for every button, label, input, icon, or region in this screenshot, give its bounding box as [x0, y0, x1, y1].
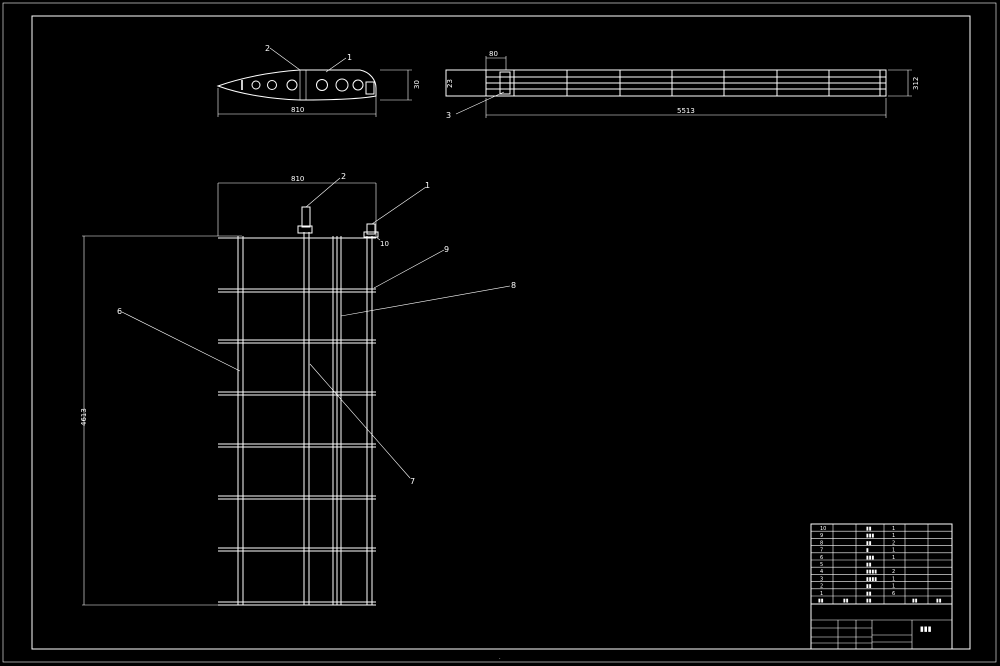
bom-header-cell: ▮▮	[936, 598, 942, 604]
plan-view: 810 4613	[80, 172, 516, 606]
title-block: ▮▮▮ 10▮▮19▮▮▮18▮▮27▮16▮▮▮15▮▮4▮▮▮▮23▮▮▮▮…	[810, 523, 953, 650]
callout-plan-6: 6	[117, 307, 122, 316]
bom-cell-no: 2	[820, 584, 823, 590]
bom-header-cell: ▮▮	[843, 598, 849, 604]
bom-cell-name: ▮▮▮▮	[866, 569, 877, 575]
bom-cell-qty: 1	[892, 584, 895, 590]
airfoil-outline	[216, 69, 377, 101]
bom-cell-qty: 6	[892, 591, 895, 597]
bom-cell-name: ▮▮▮▮	[866, 576, 877, 582]
callout-side-2: 2	[265, 44, 270, 53]
bom-header-cell: ▮▮	[866, 598, 872, 604]
drawing-title: ▮▮▮	[920, 625, 932, 633]
bom-cell-qty: 1	[892, 533, 895, 539]
bom-cell-name: ▮	[866, 548, 869, 554]
bom-cell-name: ▮▮	[866, 591, 872, 597]
bom-cell-no: 7	[820, 548, 823, 554]
bom-cell-no: 1	[820, 591, 823, 597]
lightening-holes	[251, 78, 364, 92]
callout-plan-2: 2	[341, 172, 346, 181]
bom-cell-no: 3	[820, 576, 823, 582]
callout-plan-7: 7	[410, 477, 415, 486]
bom-cell-name: ▮▮▮	[866, 555, 875, 561]
bom-cell-qty: 1	[892, 526, 895, 532]
dim-plan-span: 4613	[80, 408, 88, 426]
bom-cell-qty: 1	[892, 576, 895, 582]
center-mark: ·	[499, 656, 501, 662]
dim-top-small: 80	[489, 50, 498, 58]
bom-cell-name: ▮▮	[866, 562, 872, 568]
bom-cell-qty: 1	[892, 555, 895, 561]
bom-cell-no: 10	[820, 526, 826, 532]
bom-header-cell: ▮▮	[912, 598, 918, 604]
bom-cell-name: ▮▮	[866, 540, 872, 546]
top-view: 80 23 5513 312 3	[445, 50, 920, 120]
callout-plan-9: 9	[444, 245, 449, 254]
dim-side-height: 30	[413, 80, 421, 89]
callout-plan-8: 8	[511, 281, 516, 290]
bom-cell-name: ▮▮	[866, 526, 872, 532]
bom-cell-no: 6	[820, 555, 823, 561]
side-view: 2 1 810 30	[216, 44, 421, 117]
top-view-ribs	[513, 70, 881, 96]
bom-cell-name: ▮▮▮	[866, 533, 875, 539]
bom-header-cell: ▮▮	[818, 598, 824, 604]
bom-cell-no: 4	[820, 569, 823, 575]
dim-top-height-left: 23	[446, 79, 454, 88]
bom-cell-qty: 2	[892, 540, 895, 546]
sheet-inner-border	[31, 15, 971, 650]
bom-cell-qty: 1	[892, 548, 895, 554]
frame-ribs	[218, 237, 376, 606]
callout-plan-1: 1	[425, 181, 430, 190]
frame-spars	[237, 232, 373, 605]
callout-top-3: 3	[446, 111, 451, 120]
callout-plan-10: 10	[380, 240, 389, 248]
callout-side-1: 1	[347, 53, 352, 62]
dim-side-chord: 810	[291, 106, 304, 114]
bom-cell-no: 8	[820, 540, 823, 546]
bom-cell-qty: 2	[892, 569, 895, 575]
bom-cell-no: 5	[820, 562, 823, 568]
bom-cell-name: ▮▮	[866, 584, 872, 590]
dim-top-span: 5513	[677, 107, 695, 115]
bom-cell-no: 9	[820, 533, 823, 539]
dim-plan-chord: 810	[291, 175, 304, 183]
dim-top-height-right: 312	[912, 77, 920, 90]
bom-table: 10▮▮19▮▮▮18▮▮27▮16▮▮▮15▮▮4▮▮▮▮23▮▮▮▮12▮▮…	[811, 526, 952, 604]
